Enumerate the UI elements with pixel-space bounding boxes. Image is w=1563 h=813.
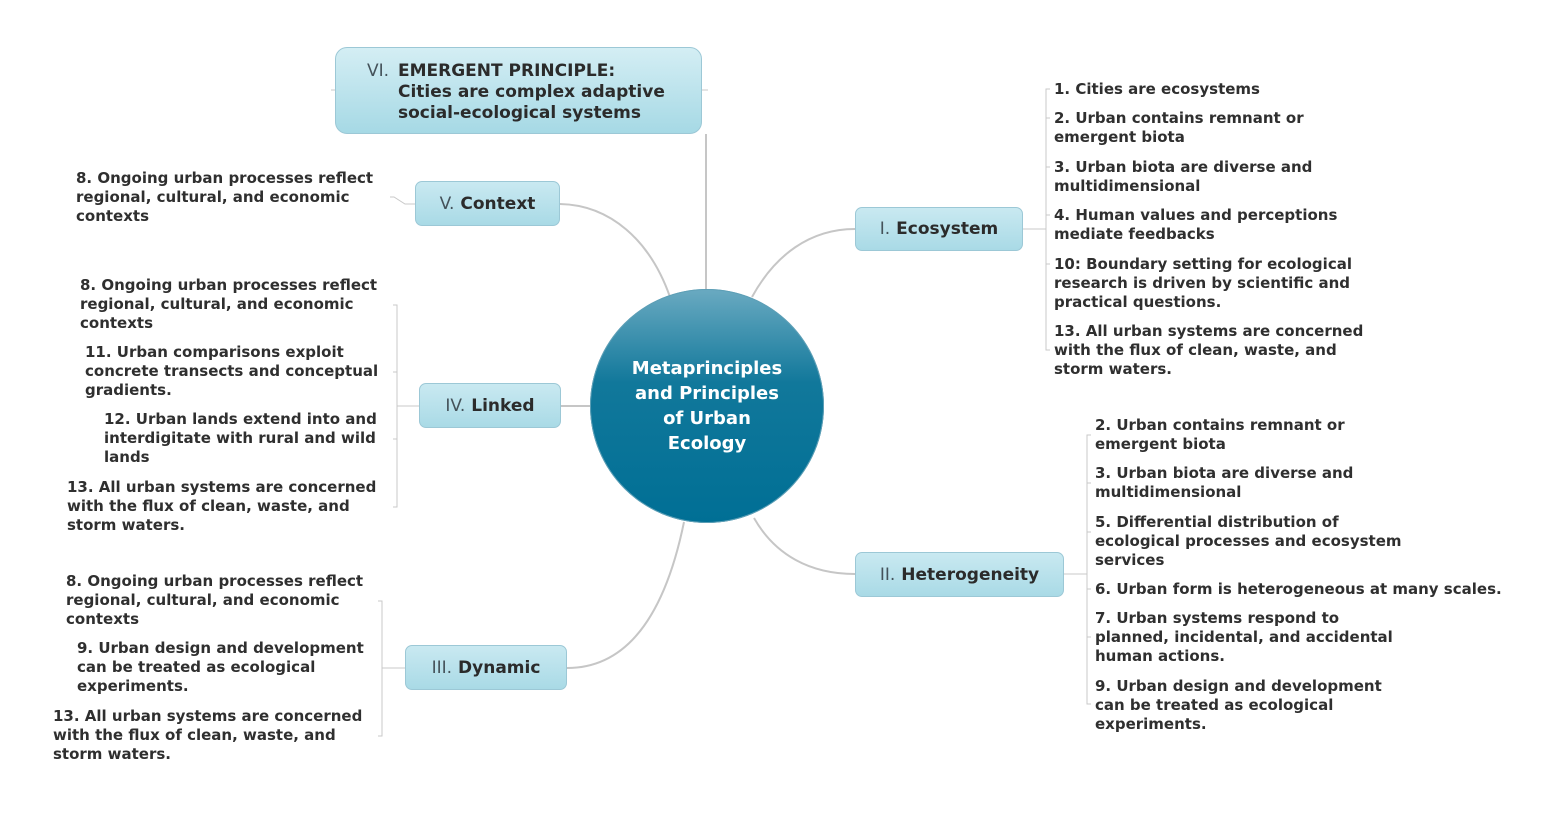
subtopic-linked-11[interactable]: 11. Urban comparisons exploit concrete t… <box>85 343 379 399</box>
topic-emergent-principle[interactable]: VI. EMERGENT PRINCIPLE: Cities are compl… <box>335 47 702 134</box>
subtopic-dynamic-13[interactable]: 13. All urban systems are concerned with… <box>53 707 363 763</box>
topic-label: EMERGENT PRINCIPLE: Cities are complex a… <box>398 61 665 124</box>
connector-context <box>559 203 671 298</box>
subtopic-ecosystem-2[interactable]: 2. Urban contains remnant or emergent bi… <box>1054 109 1304 146</box>
topic-title: Dynamic <box>458 657 541 678</box>
topic-title: Context <box>460 193 536 214</box>
subtopic-dynamic-8[interactable]: 8. Ongoing urban processes reflect regio… <box>66 572 364 628</box>
subtopic-context-8[interactable]: 8. Ongoing urban processes reflect regio… <box>76 169 374 225</box>
topic-ecosystem[interactable]: I.Ecosystem <box>855 207 1023 251</box>
topic-context[interactable]: V.Context <box>415 181 560 226</box>
subtopic-linked-13[interactable]: 13. All urban systems are concerned with… <box>67 478 377 534</box>
central-topic-label: Metaprinciples and Principles of Urban E… <box>612 356 802 456</box>
subtopic-ecosystem-1[interactable]: 1. Cities are ecosystems <box>1054 80 1260 98</box>
subtopic-ecosystem-10[interactable]: 10: Boundary setting for ecological rese… <box>1054 255 1352 311</box>
central-line-3: of Urban <box>663 408 751 429</box>
central-line-1: Metaprinciples <box>631 358 783 379</box>
subtopic-linked-8[interactable]: 8. Ongoing urban processes reflect regio… <box>80 276 378 332</box>
topic-numeral: IV. <box>445 395 466 416</box>
subtopic-heterogeneity-5[interactable]: 5. Differential distribution of ecologic… <box>1095 513 1402 569</box>
topic-title: Heterogeneity <box>901 564 1040 585</box>
subtopic-heterogeneity-3[interactable]: 3. Urban biota are diverse and multidime… <box>1095 464 1354 501</box>
topic-numeral: VI. <box>367 61 390 81</box>
subtopic-ecosystem-4[interactable]: 4. Human values and perceptions mediate … <box>1054 206 1338 243</box>
subtopic-ecosystem-3[interactable]: 3. Urban biota are diverse and multidime… <box>1054 158 1313 195</box>
topic-numeral: I. <box>879 219 891 239</box>
subtopic-linked-12[interactable]: 12. Urban lands extend into and interdig… <box>104 410 377 466</box>
emergent-line-1: EMERGENT PRINCIPLE: <box>398 61 616 81</box>
topic-numeral: II. <box>879 564 896 585</box>
ecosystem-bracket <box>1023 88 1050 351</box>
central-line-2: and Principles <box>635 383 779 404</box>
subtopic-heterogeneity-7[interactable]: 7. Urban systems respond to planned, inc… <box>1095 609 1393 665</box>
subtopic-heterogeneity-2[interactable]: 2. Urban contains remnant or emergent bi… <box>1095 416 1345 453</box>
central-topic[interactable]: Metaprinciples and Principles of Urban E… <box>590 289 824 523</box>
context-leaf-line <box>390 196 415 205</box>
connector-heterogeneity <box>753 517 856 575</box>
central-line-4: Ecology <box>667 433 747 454</box>
connector-dynamic <box>566 521 685 669</box>
topic-title: Linked <box>471 395 535 416</box>
connector-ecosystem <box>751 228 856 298</box>
topic-numeral: III. <box>431 657 453 678</box>
emergent-line-3: social-ecological systems <box>398 103 641 123</box>
topic-linked[interactable]: IV.Linked <box>419 383 561 428</box>
subtopic-heterogeneity-9[interactable]: 9. Urban design and development can be t… <box>1095 677 1382 733</box>
dynamic-bracket <box>378 600 405 737</box>
subtopic-ecosystem-13[interactable]: 13. All urban systems are concerned with… <box>1054 322 1364 378</box>
subtopic-dynamic-9[interactable]: 9. Urban design and development can be t… <box>77 639 364 695</box>
topic-dynamic[interactable]: III.Dynamic <box>405 645 567 690</box>
emergent-line-2: Cities are complex adaptive <box>398 82 665 102</box>
linked-bracket <box>393 304 419 508</box>
topic-numeral: V. <box>439 193 455 214</box>
topic-heterogeneity[interactable]: II. Heterogeneity <box>855 552 1064 597</box>
subtopic-heterogeneity-6[interactable]: 6. Urban form is heterogeneous at many s… <box>1095 580 1502 598</box>
heterogeneity-bracket <box>1064 434 1091 705</box>
topic-title: Ecosystem <box>896 219 999 239</box>
